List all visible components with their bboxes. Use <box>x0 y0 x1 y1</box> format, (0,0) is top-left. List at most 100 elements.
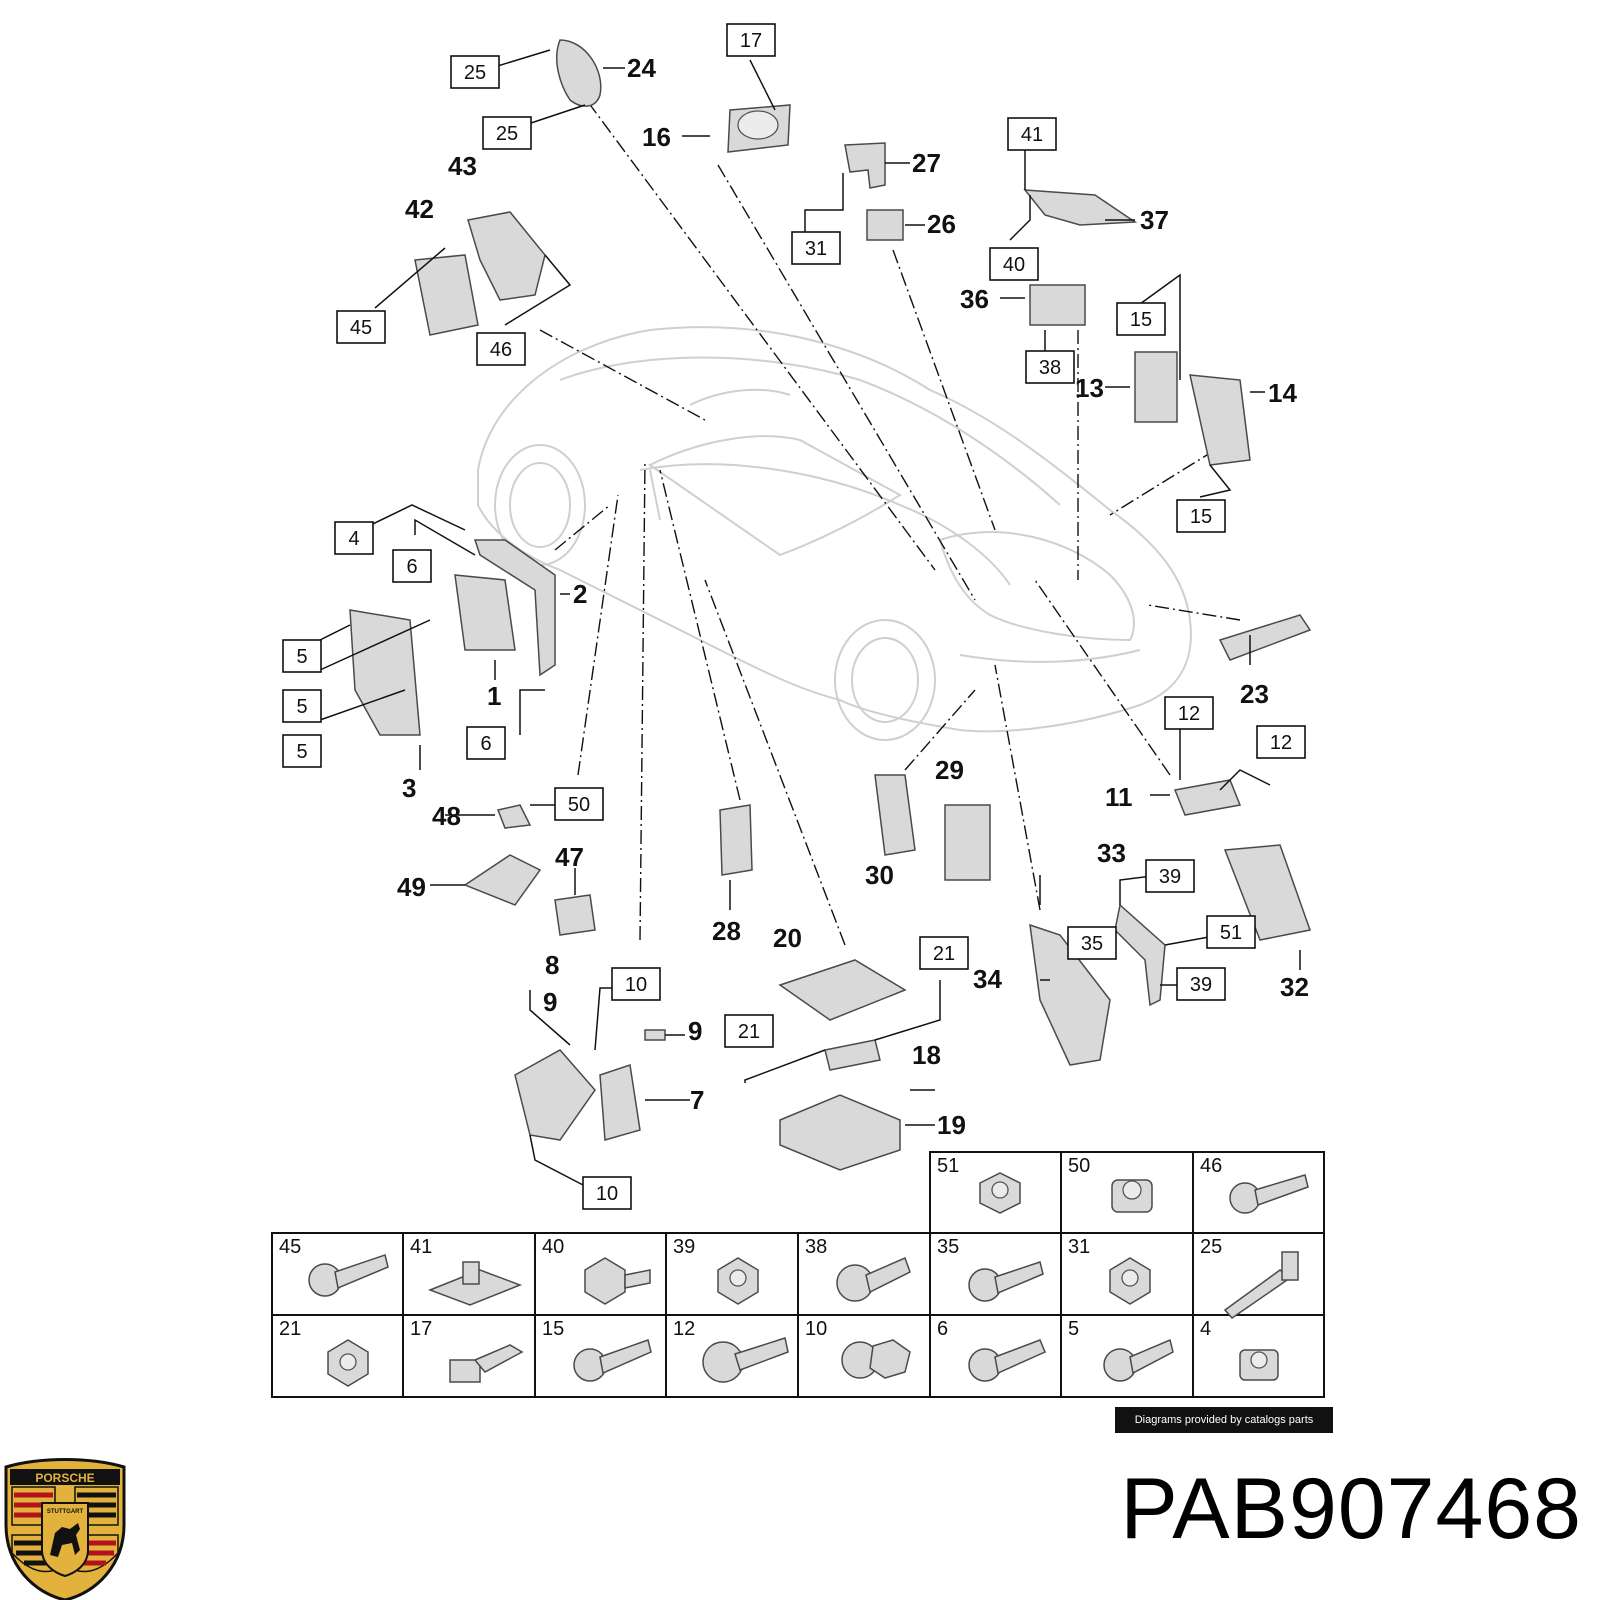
callout-42: 42 <box>405 194 434 224</box>
nut-icon <box>717 1257 759 1305</box>
grid-label-39: 39 <box>673 1236 695 1258</box>
svg-text:25: 25 <box>464 62 486 84</box>
boxed-callout-6b: 6 <box>466 726 506 760</box>
callout-36: 36 <box>960 284 989 314</box>
grid-label-15: 15 <box>542 1318 564 1340</box>
component-parts <box>349 39 1312 1171</box>
push-rivet-icon <box>449 1344 524 1383</box>
part-number: PAB907468 <box>1120 1461 1582 1557</box>
svg-text:5: 5 <box>296 696 307 718</box>
part-24-speaker <box>556 39 602 107</box>
bolt-icon <box>836 1256 911 1302</box>
dashed-leaders <box>539 101 1241 946</box>
callout-49: 49 <box>397 872 426 902</box>
part-49-bracket <box>463 854 542 906</box>
bolt-icon <box>702 1337 789 1383</box>
boxed-callout-21a: 21 <box>919 936 969 970</box>
grid-label-51: 51 <box>937 1155 959 1177</box>
nut-icon <box>979 1172 1021 1214</box>
callout-26: 26 <box>927 209 956 239</box>
callout-16: 16 <box>642 122 671 152</box>
callout-34: 34 <box>973 964 1002 994</box>
boxed-callout-21b: 21 <box>724 1014 774 1048</box>
svg-text:17: 17 <box>740 30 762 52</box>
svg-text:25: 25 <box>496 123 518 145</box>
bolt-icon <box>1103 1338 1174 1382</box>
boxed-callout-17: 17 <box>726 23 776 57</box>
part-29-module <box>944 804 991 881</box>
callout-2: 2 <box>573 579 587 609</box>
grid-label-31: 31 <box>1068 1236 1090 1258</box>
svg-text:PORSCHE: PORSCHE <box>35 1471 94 1485</box>
callout-32: 32 <box>1280 972 1309 1002</box>
callout-48: 48 <box>432 801 461 831</box>
boxed-callout-4: 4 <box>334 521 374 555</box>
boxed-callouts: 4 5 5 5 6 6 10 10 12 12 15 15 17 21 21 2… <box>282 23 1306 1210</box>
callout-8: 8 <box>545 950 559 980</box>
callout-33: 33 <box>1097 838 1126 868</box>
grid-label-10: 10 <box>805 1318 827 1340</box>
callout-43: 43 <box>448 151 477 181</box>
callout-labels: 1 2 3 7 8 9 9 11 13 14 16 18 19 20 23 24… <box>397 53 1309 1140</box>
callout-7: 7 <box>690 1085 704 1115</box>
boxed-callout-6a: 6 <box>392 549 432 583</box>
tapping-screw-icon <box>968 1339 1046 1382</box>
callout-20: 20 <box>773 923 802 953</box>
part-13-module <box>1134 351 1178 423</box>
boxed-callout-5a: 5 <box>282 639 322 673</box>
callout-27: 27 <box>912 148 941 178</box>
grid-label-12: 12 <box>673 1318 695 1340</box>
grid-label-38: 38 <box>805 1236 827 1258</box>
part-37-bracket <box>1023 189 1138 226</box>
part-43-bracket <box>467 211 546 301</box>
svg-text:6: 6 <box>406 556 417 578</box>
fastener-grid-labels: 51 50 46 45 41 40 39 38 35 31 25 21 17 1… <box>279 1155 1222 1340</box>
svg-text:STUTTGART: STUTTGART <box>47 1509 84 1515</box>
svg-text:35: 35 <box>1081 933 1103 955</box>
part-20-cover <box>778 959 907 1021</box>
part-8-bracket <box>514 1049 596 1141</box>
expansion-rivet-icon <box>1223 1251 1299 1319</box>
clip-nut-icon <box>1111 1179 1153 1213</box>
porsche-crest-logo: PORSCHE STUTTGART <box>4 1458 126 1600</box>
grid-label-6: 6 <box>937 1318 948 1340</box>
grid-label-50: 50 <box>1068 1155 1090 1177</box>
svg-text:39: 39 <box>1190 974 1212 996</box>
grid-label-40: 40 <box>542 1236 564 1258</box>
svg-text:21: 21 <box>738 1021 760 1043</box>
part-42-module <box>414 254 479 336</box>
callout-28: 28 <box>712 916 741 946</box>
boxed-callout-15a: 15 <box>1116 302 1166 336</box>
callout-9a: 9 <box>543 987 557 1017</box>
boxed-callout-39b: 39 <box>1176 967 1226 1001</box>
callout-1: 1 <box>487 681 501 711</box>
part-1-module <box>454 574 516 651</box>
flange-bolt-icon <box>584 1257 651 1305</box>
boxed-callout-10a: 10 <box>611 967 661 1001</box>
boxed-callout-39a: 39 <box>1145 859 1195 893</box>
svg-text:10: 10 <box>625 974 647 996</box>
grid-label-4: 4 <box>1200 1318 1211 1340</box>
callout-37: 37 <box>1140 205 1169 235</box>
svg-text:38: 38 <box>1039 357 1061 379</box>
boxed-callout-12a: 12 <box>1164 696 1214 730</box>
svg-text:51: 51 <box>1220 922 1242 944</box>
grid-label-17: 17 <box>410 1318 432 1340</box>
clip-nut-icon <box>427 1261 523 1306</box>
part-47-module <box>554 894 596 936</box>
callout-30: 30 <box>865 860 894 890</box>
callout-13: 13 <box>1075 373 1104 403</box>
svg-text:10: 10 <box>596 1183 618 1205</box>
callout-23: 23 <box>1240 679 1269 709</box>
part-2-bracket <box>473 539 556 677</box>
boxed-callout-46: 46 <box>476 332 526 366</box>
part-9-clip <box>644 1029 666 1041</box>
svg-text:31: 31 <box>805 238 827 260</box>
boxed-callout-40: 40 <box>989 247 1039 281</box>
part-14-bracket <box>1189 374 1251 466</box>
callout-29: 29 <box>935 755 964 785</box>
svg-text:12: 12 <box>1178 703 1200 725</box>
grid-label-35: 35 <box>937 1236 959 1258</box>
fastener-grid <box>271 1151 1325 1398</box>
bolt-icon <box>1229 1174 1309 1214</box>
